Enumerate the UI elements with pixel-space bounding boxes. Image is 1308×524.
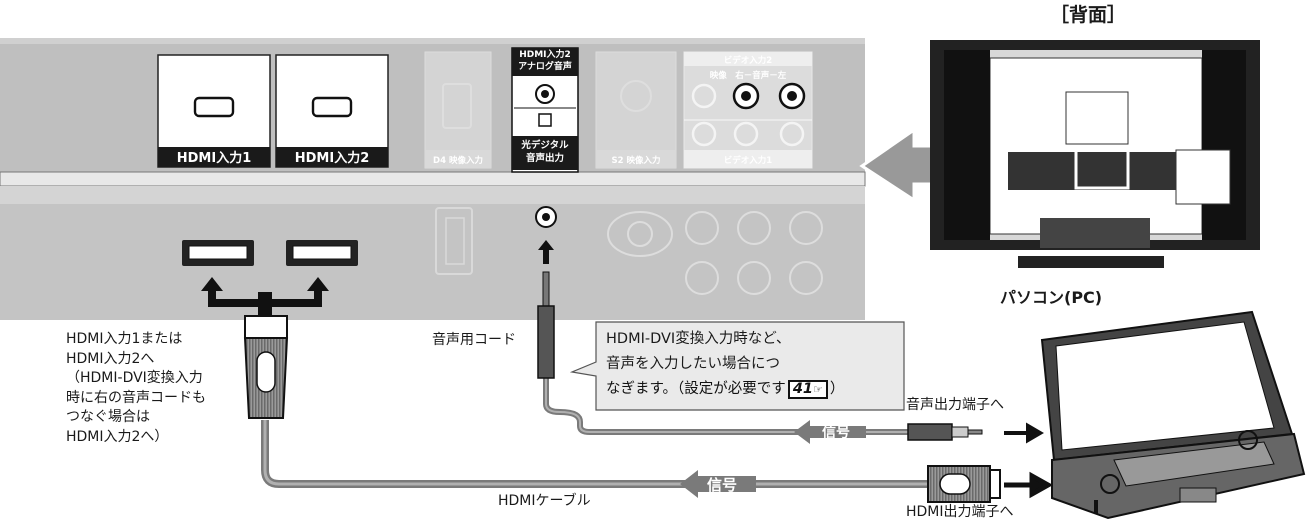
signal-tag-bottom: [680, 470, 756, 498]
hdmi-connect-arrows: [201, 277, 329, 316]
audio-cord-label: 音声用コード: [432, 332, 516, 348]
hdmi2-analog-audio-label: HDMI入力2 アナログ音声: [518, 50, 572, 72]
optical-audio-output-label: 光デジタル 音声出力: [521, 140, 569, 164]
video-sub-labels: 映像 右－音声－左: [710, 70, 787, 81]
hdmi-cable: [243, 315, 928, 488]
page-ref-number: 41: [792, 381, 813, 397]
signal-tag-bottom-label: 信号: [707, 476, 737, 494]
laptop-pc: [1040, 310, 1306, 520]
callout-line-2: 音声を入力したい場合につ: [606, 356, 780, 372]
hdmi-out-port-label: HDMI出力端子へ: [906, 504, 1014, 520]
tv-rear-view: [930, 40, 1260, 268]
pc-side-plugs: [907, 422, 1054, 503]
lower-connectors: [182, 206, 823, 295]
analog-audio-optical-ports: [511, 47, 579, 173]
hdmi-input-1-label: HDMI入力1: [177, 150, 252, 166]
signal-tag-top-label: 信号: [822, 424, 850, 441]
audio-cord: [537, 240, 910, 435]
s2-video-input: [595, 51, 677, 169]
video-input-panel: [683, 51, 813, 169]
d4-video-input: [424, 51, 492, 169]
d4-video-input-label: D4 映像入力: [433, 155, 483, 166]
back-view-title: ［背面］: [1050, 4, 1127, 26]
video-input-2-label: ビデオ入力2: [724, 55, 773, 66]
hdmi-input-1-port: [157, 54, 271, 168]
pc-title: パソコン(PC): [1000, 288, 1103, 307]
callout-line-3: なぎます。（設定が必要です: [606, 381, 786, 397]
page-ref-badge: 41☞: [787, 380, 828, 399]
audio-out-port-label: 音声出力端子へ: [906, 397, 1004, 413]
callout-line-1: HDMI-DVI変換入力時など、: [606, 331, 791, 347]
signal-tag-top: [794, 420, 866, 444]
hdmi-input-2-label: HDMI入力2: [295, 150, 370, 166]
callout-ref-suffix: ）: [829, 381, 845, 397]
hdmi-cable-label: HDMIケーブル: [498, 493, 591, 509]
s2-video-input-label: S2 映像入力: [612, 155, 661, 166]
hdmi-left-note: HDMI入力1または HDMI入力2へ （HDMI-DVI変換入力 時に右の音声…: [66, 331, 206, 445]
video-input-1-label: ビデオ入力1: [724, 155, 773, 166]
page-ref-icon: ☞: [813, 383, 823, 396]
hdmi-input-2-port: [275, 54, 389, 168]
